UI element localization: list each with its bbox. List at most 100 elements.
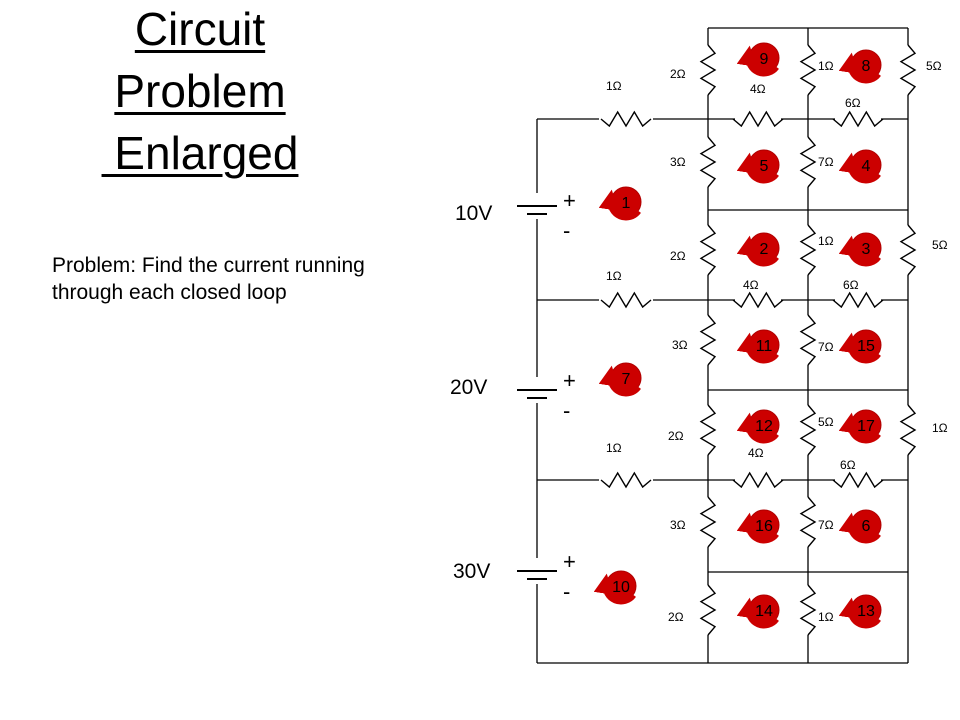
loop-number-label: 3 [862, 241, 871, 258]
source-voltage-label: 30V [453, 560, 490, 583]
source-minus-label: - [563, 579, 570, 604]
loop-number-label: 11 [756, 338, 773, 355]
loop-arrow-icon [838, 597, 881, 629]
resistor-value-label: 1Ω [818, 610, 834, 624]
loop-current-marker: 2 [736, 232, 780, 267]
loop-current-marker: 16 [736, 509, 780, 544]
resistor-value-label: 1Ω [818, 59, 834, 73]
resistor: 4Ω [732, 278, 784, 309]
loop-arrow-icon [736, 152, 779, 184]
loop-current-marker: 3 [838, 232, 882, 267]
resistor-value-label: 2Ω [668, 429, 684, 443]
resistors: 1Ω 2Ω 1Ω 5Ω 4Ω 6Ω 3Ω 7Ω 2Ω 1Ω 5Ω 1Ω 4Ω 6Ω 3Ω 7Ω 2Ω 1Ω 5Ω 1Ω… [600, 44, 948, 636]
resistor-value-label: 5Ω [932, 238, 948, 252]
resistor: 1Ω [600, 269, 652, 309]
loop-current-marker: 5 [736, 149, 780, 184]
resistor-value-label: 1Ω [606, 441, 622, 455]
resistor: 1Ω [600, 79, 652, 128]
loop-current-marker: 13 [838, 594, 882, 629]
loop-current-marker: 15 [838, 329, 882, 364]
resistor: 5Ω [799, 404, 834, 456]
resistor: 7Ω [799, 496, 834, 548]
resistor-value-label: 2Ω [668, 610, 684, 624]
resistor: 2Ω [670, 224, 717, 276]
resistor: 3Ω [670, 496, 717, 548]
title-line-3: Enlarged [101, 127, 299, 179]
resistor-value-label: 6Ω [845, 96, 861, 110]
resistor-value-label: 5Ω [818, 415, 834, 429]
battery-20v [517, 389, 557, 399]
loop-arrow-icon [593, 573, 636, 605]
resistor: 6Ω [832, 96, 884, 128]
loop-current-marker: 6 [838, 509, 882, 544]
resistor: 2Ω [668, 404, 717, 456]
resistor-value-label: 3Ω [670, 518, 686, 532]
resistor: 7Ω [799, 314, 834, 366]
resistor: 5Ω [899, 44, 942, 96]
source-voltage-label: 20V [450, 376, 487, 399]
loop-number-label: 12 [755, 418, 773, 435]
title-line-2: Problem [114, 65, 286, 117]
resistor: 2Ω [670, 44, 717, 96]
loop-number-label: 1 [622, 195, 631, 212]
source-plus-label: + [563, 549, 576, 574]
loop-number-label: 13 [857, 603, 875, 620]
resistor-value-label: 4Ω [748, 446, 764, 460]
page-title: Circuit Problem Enlarged [0, 0, 400, 184]
resistor-value-label: 7Ω [818, 340, 834, 354]
loop-number-label: 8 [862, 58, 871, 75]
loop-arrow-icon [838, 512, 881, 544]
source-plus-label: + [563, 188, 576, 213]
loop-arrow-icon [838, 332, 881, 364]
resistor-value-label: 6Ω [843, 278, 859, 292]
loop-arrow-icon [736, 235, 779, 267]
battery-30v [517, 570, 557, 580]
loop-current-marker: 11 [736, 329, 780, 364]
resistor-value-label: 3Ω [672, 338, 688, 352]
loop-number-label: 4 [862, 158, 871, 175]
loop-arrow-icon [736, 512, 779, 544]
loop-current-marker: 7 [598, 362, 642, 397]
battery-10v [517, 205, 557, 215]
loop-number-label: 9 [760, 51, 769, 68]
resistor: 2Ω [668, 584, 717, 636]
loop-current-marker: 17 [838, 409, 882, 444]
loop-number-label: 17 [857, 418, 875, 435]
resistor: 3Ω [670, 136, 717, 188]
source-minus-label: - [563, 218, 570, 243]
loop-arrow-icon [736, 412, 779, 444]
resistor: 6Ω [832, 278, 884, 309]
loop-arrow-icon [838, 412, 881, 444]
resistor: 4Ω [732, 446, 784, 489]
resistor-value-label: 2Ω [670, 249, 686, 263]
resistor-value-label: 1Ω [818, 234, 834, 248]
resistor: 1Ω [600, 441, 652, 489]
resistor-value-label: 6Ω [840, 458, 856, 472]
loop-number-label: 14 [755, 603, 773, 620]
title-line-1: Circuit [134, 3, 266, 55]
resistor: 1Ω [799, 224, 834, 276]
loop-current-marker: 8 [838, 49, 882, 84]
source-plus-label: + [563, 368, 576, 393]
resistor-value-label: 4Ω [743, 278, 759, 292]
loop-current-marker: 10 [593, 570, 637, 605]
loop-arrow-icon [598, 365, 641, 397]
loop-current-marker: 9 [736, 42, 780, 77]
resistor-value-label: 4Ω [750, 82, 766, 96]
loop-arrow-icon [598, 189, 641, 221]
resistor: 5Ω [899, 224, 948, 276]
loop-number-label: 2 [760, 241, 769, 258]
loop-current-marker: 4 [838, 149, 882, 184]
loop-number-label: 5 [760, 158, 769, 175]
loop-number-label: 10 [612, 579, 630, 596]
problem-statement: Problem: Find the current running throug… [52, 254, 365, 304]
resistor: 1Ω [799, 44, 834, 96]
source-voltage-label: 10V [455, 202, 492, 225]
resistor: 1Ω [799, 584, 834, 636]
loop-current-marker: 14 [736, 594, 780, 629]
resistor: 3Ω [672, 314, 717, 366]
wires [536, 27, 909, 664]
loop-arrow-icon [838, 52, 881, 84]
